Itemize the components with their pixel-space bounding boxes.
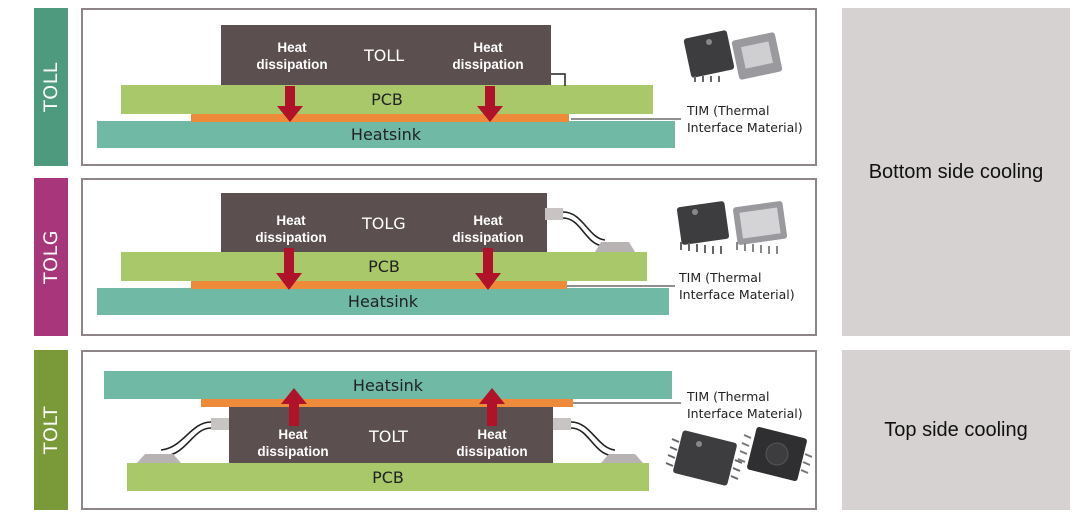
tolg-overlay <box>276 201 788 290</box>
tab-label: TOLG <box>40 230 62 284</box>
heat-label-line1: Heat <box>278 427 308 442</box>
heat-label-line2: dissipation <box>257 444 329 459</box>
chip-body <box>221 193 547 252</box>
heat-arrow-down-icon <box>276 248 302 290</box>
heat-label-line2: dissipation <box>452 57 524 72</box>
panel-toll: Heatsink PCB TOLL Heat dissipation Heat … <box>81 8 817 166</box>
heat-arrow-down-icon <box>477 86 503 122</box>
heat-label-line1: Heat <box>277 40 307 55</box>
tab-tolg: TOLG <box>34 178 68 336</box>
heat-label-line2: dissipation <box>256 57 328 72</box>
tim-label-line1: TIM (Thermal <box>679 270 762 285</box>
lead-tip <box>553 418 571 430</box>
solder-pad <box>601 454 643 463</box>
heatsink-layer: Heatsink <box>104 371 672 399</box>
lead-wire <box>160 421 212 451</box>
heat-label-left: Heat dissipation <box>231 212 351 246</box>
heat-label-left: Heat dissipation <box>232 39 352 73</box>
lead-tip <box>545 208 563 220</box>
panel-tolt: Heatsink TOLT Heat dissipation Heat diss… <box>81 350 817 510</box>
chip-body <box>229 407 553 465</box>
heat-arrow-down-icon <box>475 248 501 290</box>
lead-tip <box>211 418 229 430</box>
cooling-box-bottom: Bottom side cooling <box>842 8 1070 336</box>
heatsink-layer: Heatsink <box>97 121 675 148</box>
lead-wire <box>562 211 606 241</box>
lead-wire <box>164 427 212 457</box>
heat-label-line2: dissipation <box>456 444 528 459</box>
heat-arrow-down-icon <box>277 86 303 122</box>
lead-wire <box>570 427 614 457</box>
lead-wire <box>570 421 616 451</box>
heatsink-layer: Heatsink <box>97 288 669 315</box>
tim-label-line2: Interface Material) <box>679 287 795 302</box>
pcb-label: PCB <box>371 90 403 109</box>
chip-label: TOLT <box>369 427 408 446</box>
pcb-layer: PCB <box>127 463 649 491</box>
pcb-layer: PCB <box>121 252 647 281</box>
heat-label-line2: dissipation <box>452 230 524 245</box>
package-photo-icon <box>676 201 788 254</box>
tim-label: TIM (Thermal Interface Material) <box>687 388 803 422</box>
package-photo-icon <box>683 30 783 82</box>
tab-label: TOLT <box>40 405 63 455</box>
heatsink-label: Heatsink <box>347 292 419 311</box>
tim-layer <box>191 114 569 122</box>
heatsink-label: Heatsink <box>350 125 422 144</box>
tim-layer <box>201 399 573 407</box>
heat-arrow-up-icon <box>281 388 307 426</box>
heat-label-right: Heat dissipation <box>428 212 548 246</box>
chip-label: TOLL <box>364 46 405 65</box>
heat-label-line1: Heat <box>276 213 306 228</box>
lead-wire <box>562 217 604 247</box>
pcb-label: PCB <box>368 257 400 276</box>
tab-toll: TOLL <box>34 8 68 166</box>
pcb-layer: PCB <box>121 85 653 114</box>
heat-label-line1: Heat <box>473 213 503 228</box>
tim-label: TIM (Thermal Interface Material) <box>679 269 795 303</box>
heat-label-left: Heat dissipation <box>233 426 353 460</box>
heat-label-right: Heat dissipation <box>432 426 552 460</box>
tim-layer <box>191 281 567 289</box>
cooling-label-bottom: Bottom side cooling <box>868 160 1044 183</box>
chip-body <box>221 25 551 85</box>
tab-label: TOLL <box>40 62 63 112</box>
solder-pad <box>137 454 181 463</box>
pcb-label: PCB <box>372 467 404 487</box>
tab-tolt: TOLT <box>34 350 68 510</box>
package-photo-icon <box>665 427 813 486</box>
tolt-overlay <box>137 388 813 486</box>
heat-label-line1: Heat <box>473 40 503 55</box>
heat-label-line1: Heat <box>477 427 507 442</box>
tim-label-line1: TIM (Thermal <box>687 389 770 404</box>
toll-overlay <box>277 30 783 122</box>
chip-label: TOLG <box>362 214 406 233</box>
lead-line <box>551 73 566 86</box>
cooling-label-top: Top side cooling <box>884 418 1028 441</box>
heat-label-line2: dissipation <box>255 230 327 245</box>
tim-label-line1: TIM (Thermal <box>687 103 770 118</box>
tim-label: TIM (Thermal Interface Material) <box>687 102 803 136</box>
heat-label-right: Heat dissipation <box>428 39 548 73</box>
cooling-box-top: Top side cooling <box>842 350 1070 510</box>
tim-label-line2: Interface Material) <box>687 120 803 135</box>
panel-tolg: Heatsink PCB TOLG Heat dissipation Heat … <box>81 178 817 336</box>
tim-label-line2: Interface Material) <box>687 406 803 421</box>
solder-pad <box>595 242 635 252</box>
heatsink-label: Heatsink <box>352 375 424 395</box>
heat-arrow-up-icon <box>479 388 505 426</box>
